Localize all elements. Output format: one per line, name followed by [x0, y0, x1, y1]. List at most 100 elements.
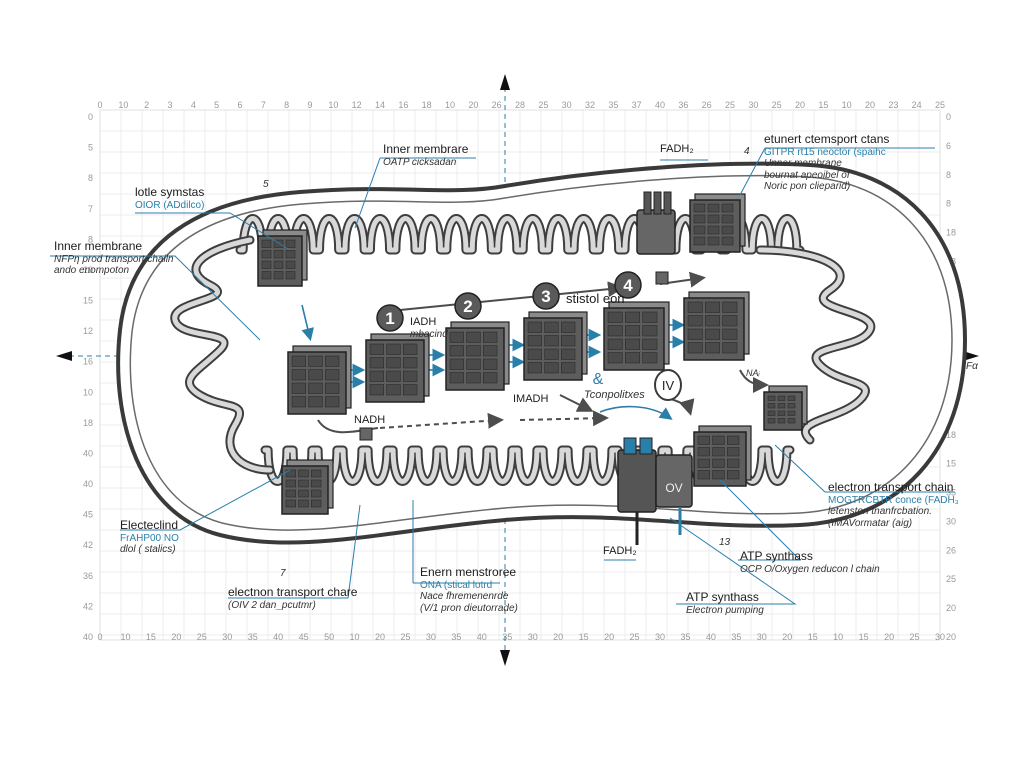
- label-nadh-center-title: IADH: [410, 316, 437, 328]
- axis-right-label: Fα: [966, 361, 978, 372]
- bottom-tick-label: 30: [528, 632, 538, 642]
- atp-synthase-icon: OV: [617, 437, 693, 545]
- left-tick-label: 5: [88, 143, 93, 153]
- right-tick-label: 15: [946, 459, 956, 469]
- label-number-5: 5: [263, 179, 269, 190]
- top-tick-label: 20: [865, 100, 875, 110]
- complex-number-badge: 4: [614, 271, 642, 299]
- atp-synthase-top-icon: [359, 191, 676, 441]
- top-tick-label: 25: [772, 100, 782, 110]
- label-etunert-sub2: Unner membrane: [764, 158, 842, 170]
- top-tick-label: 6: [237, 100, 242, 110]
- left-tick-label: 8: [88, 173, 93, 183]
- ampersand-icon: &: [593, 371, 604, 388]
- label-etc-right-title: electron transport chain: [828, 480, 954, 494]
- bottom-tick-label: 35: [731, 632, 741, 642]
- bottom-tick-label: 35: [451, 632, 461, 642]
- protein-complex-icon: [257, 229, 308, 287]
- bottom-tick-label: 15: [146, 632, 156, 642]
- label-electeclind-sub2: dlol ( stalics): [120, 544, 176, 556]
- bottom-tick-label: 35: [248, 632, 258, 642]
- top-tick-label: 32: [585, 100, 595, 110]
- top-tick-label: 9: [307, 100, 312, 110]
- label-atp-right-sub: OCP O/Oxygen reducon l chain: [740, 563, 880, 575]
- protein-complex-icon: [523, 311, 588, 381]
- bottom-tick-label: 30: [426, 632, 436, 642]
- bottom-tick-label: 15: [859, 632, 869, 642]
- protein-complex-icon: [365, 333, 430, 403]
- protein-complex-icon: [287, 345, 352, 415]
- bottom-tick-label: 10: [120, 632, 130, 642]
- bottom-tick-label: 45: [299, 632, 309, 642]
- right-tick-label: 20: [946, 632, 956, 642]
- label-etunert-sub1: GITPR rt15 neoctor (spaihc: [764, 146, 886, 158]
- bottom-tick-label: 35: [502, 632, 512, 642]
- left-tick-label: 8: [88, 234, 93, 244]
- label-lotle-symstas: lotle symstas OIOR (ADdilco): [135, 185, 205, 211]
- right-tick-label: 8: [946, 199, 951, 209]
- svg-text:OV: OV: [665, 481, 682, 495]
- label-enerm-title: Enern menstroree: [420, 565, 517, 579]
- bottom-tick-label: 30: [222, 632, 232, 642]
- label-atp-bottom: ATP synthass Electron pumping: [686, 590, 764, 616]
- left-tick-label: 16: [83, 357, 93, 367]
- label-fadh2-bottom: FADH₂: [603, 545, 637, 557]
- label-atp-bottom-title: ATP synthass: [686, 590, 759, 604]
- label-number-13: 13: [719, 537, 731, 548]
- top-tick-label: 23: [888, 100, 898, 110]
- bottom-tick-label: 15: [808, 632, 818, 642]
- protein-complex-icon: [683, 291, 750, 361]
- label-nadh-center: IADH mbacind: [410, 316, 448, 340]
- bottom-tick-label: 0: [97, 632, 102, 642]
- complex-number-text: 1: [385, 309, 394, 328]
- left-tick-label: 7: [88, 204, 93, 214]
- top-tick-label: 10: [842, 100, 852, 110]
- label-number-7: 7: [280, 568, 286, 579]
- label-enerm-sub1: ONA (stical lotrd: [420, 579, 493, 591]
- label-number-4: 4: [744, 146, 750, 157]
- label-nadh-lower: NADH: [354, 414, 386, 426]
- label-enern-menstroree: Enern menstroree ONA (stical lotrd Nace …: [420, 565, 518, 614]
- right-tick-label: 18: [946, 430, 956, 440]
- label-leader-lines: [50, 147, 955, 605]
- bottom-tick-label: 20: [782, 632, 792, 642]
- top-tick-label: 8: [284, 100, 289, 110]
- top-tick-label: 36: [678, 100, 688, 110]
- label-lotle-sub: OIOR (ADdilco): [135, 199, 205, 211]
- right-tick-label: 35: [946, 488, 956, 498]
- outer-membrane-inner-line: [129, 174, 953, 531]
- label-inner-membrane-top-title: Inner membrare: [383, 142, 469, 156]
- label-tconpolitxes: Tconpolitxes: [584, 389, 645, 401]
- top-tick-label: 0: [97, 100, 102, 110]
- arrow-down-icon: [500, 650, 510, 666]
- label-electeclind-sub1: FrAHP00 NO: [120, 532, 179, 544]
- top-tick-label: 25: [538, 100, 548, 110]
- label-etc-bottom: electnon transport chare (OIV 2 dan_pcut…: [228, 585, 357, 611]
- complex-number-text: 4: [623, 276, 633, 295]
- arrow-right-icon: [963, 351, 979, 361]
- label-etc-right: electron transport chain MOGTRCBTR conce…: [828, 480, 959, 529]
- right-tick-label: 6: [946, 141, 951, 151]
- protein-complex-icon: [281, 459, 334, 515]
- label-etunert: etunert ctemsport ctans GITPR rt15 neoct…: [764, 132, 889, 193]
- top-tick-label: 25: [725, 100, 735, 110]
- top-tick-label: 14: [375, 100, 385, 110]
- bottom-tick-label: 20: [604, 632, 614, 642]
- complex-number-badge: 1: [376, 304, 404, 332]
- left-tick-label: 12: [83, 326, 93, 336]
- top-tick-label: 7: [261, 100, 266, 110]
- label-etc-bottom-sub: (OIV 2 dan_pcutmr): [228, 599, 316, 611]
- arrow-up-icon: [500, 74, 510, 90]
- label-inner-membrane-top: Inner membrare OATP cicksadan: [383, 142, 469, 168]
- label-stistol-eon: stistol eon: [566, 291, 625, 306]
- left-tick-label: 42: [83, 540, 93, 550]
- bottom-tick-label: 25: [630, 632, 640, 642]
- left-tick-label: 40: [83, 448, 93, 458]
- arrow-left-icon: [56, 351, 72, 361]
- bottom-tick-label: 40: [706, 632, 716, 642]
- top-tick-label: 40: [655, 100, 665, 110]
- protein-complex-icon: [445, 321, 510, 391]
- top-tick-label: 2: [144, 100, 149, 110]
